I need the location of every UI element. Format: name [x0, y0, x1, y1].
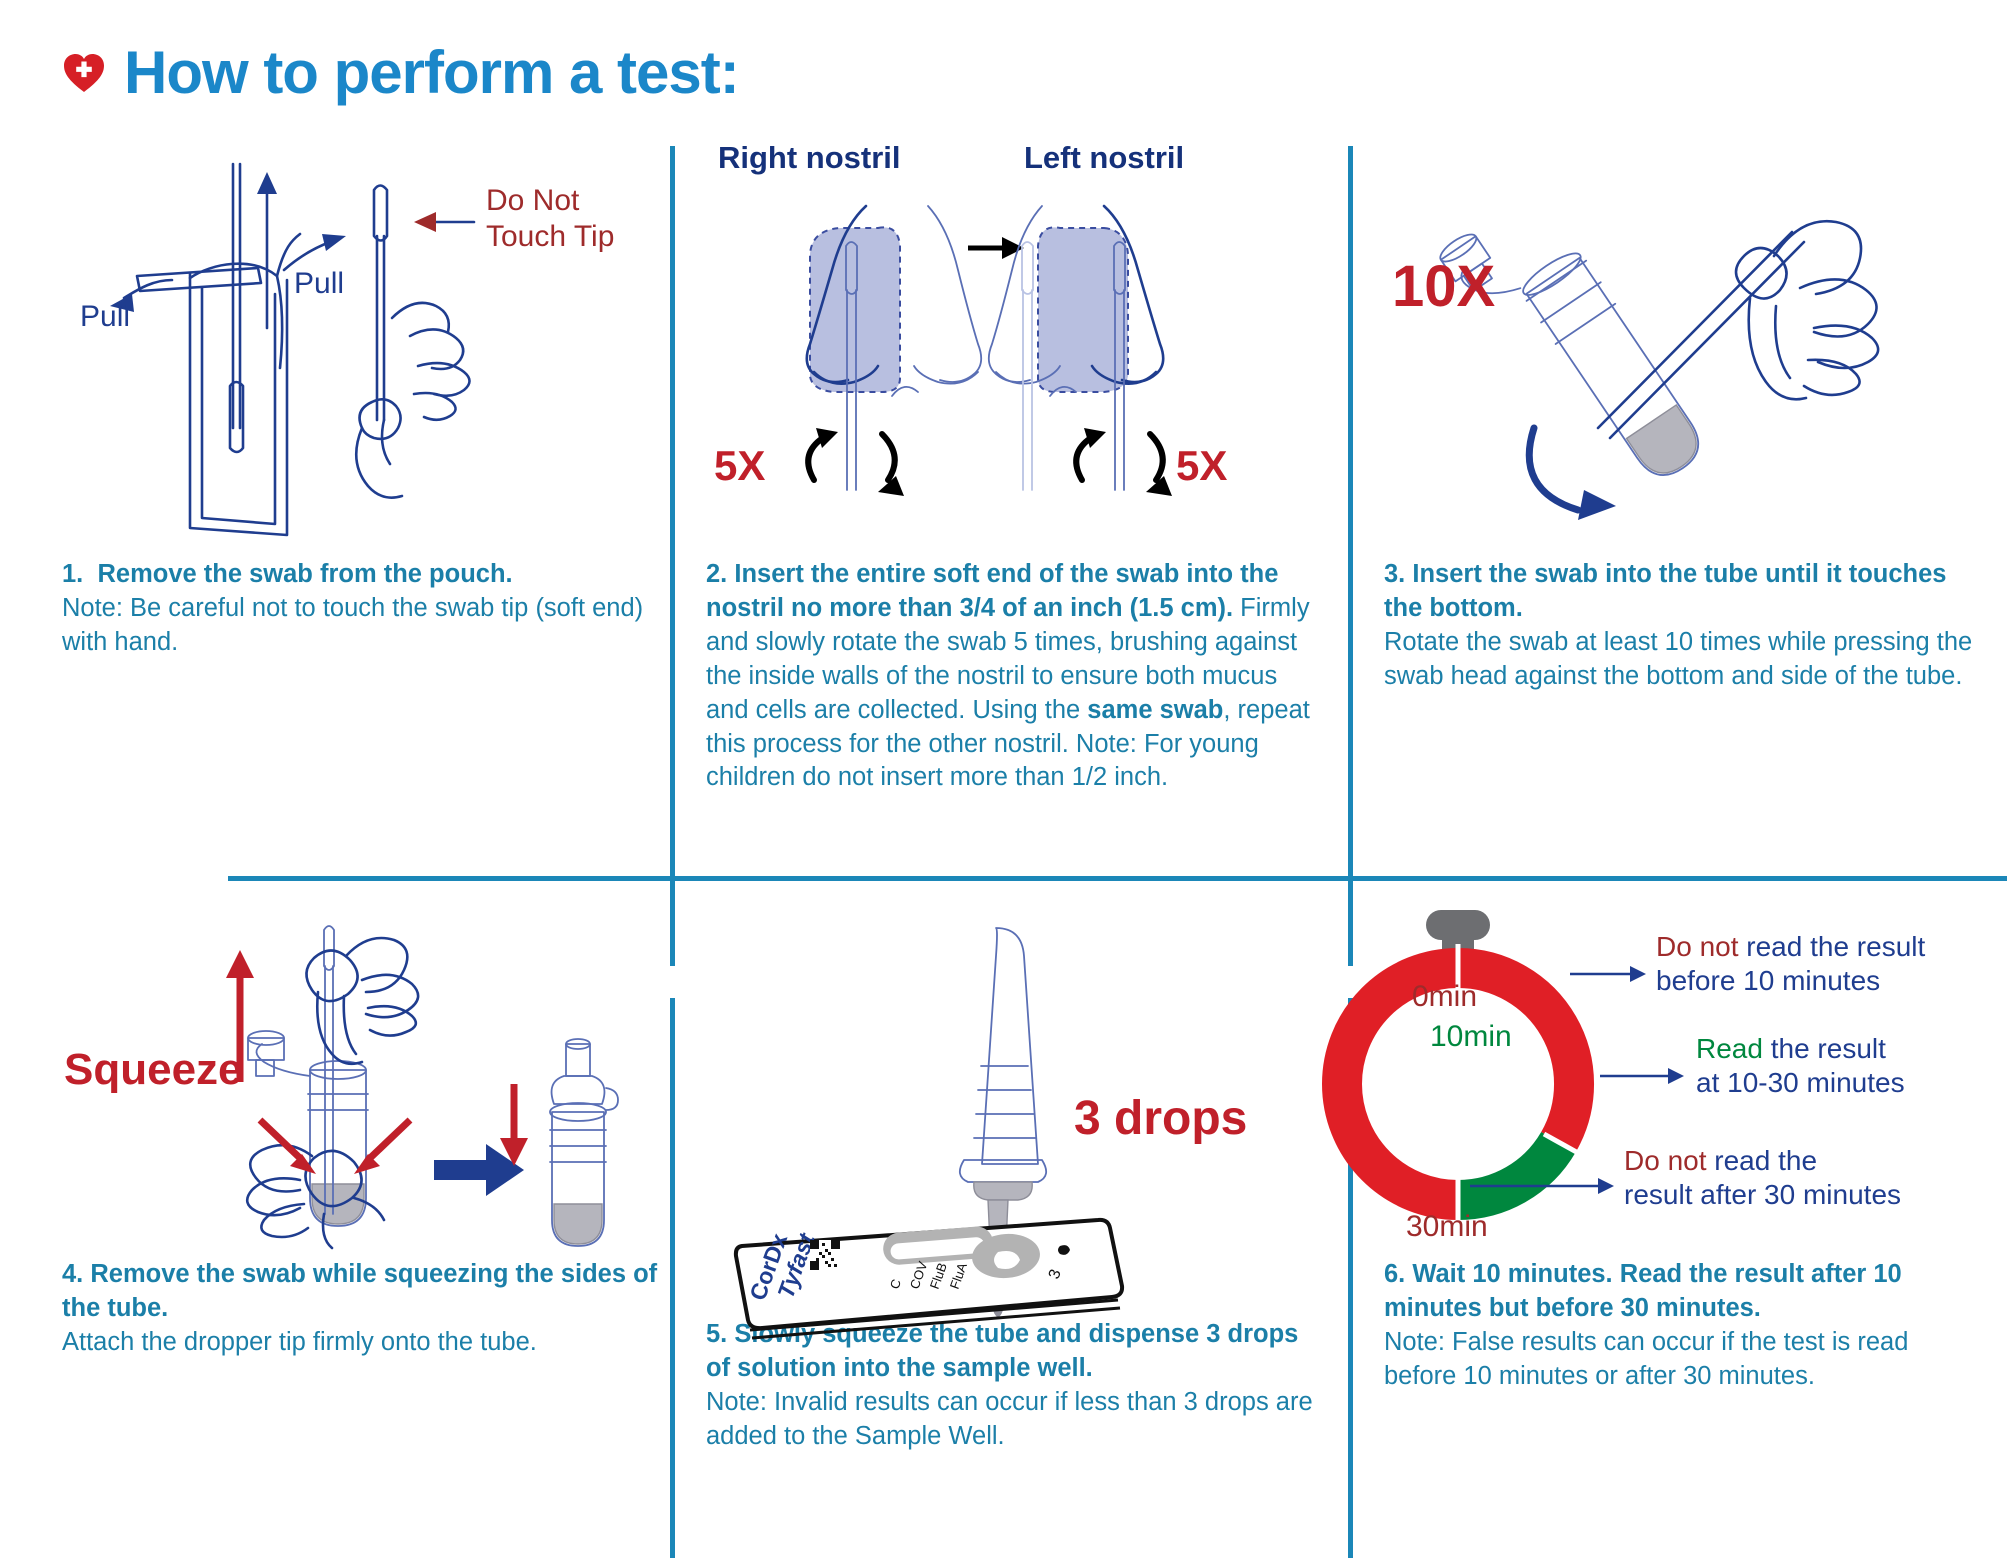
- step-1-cell: Pull Pull Do Not Touch Tip: [62, 128, 662, 660]
- timer-callout-2-line2: at 10-30 minutes: [1696, 1067, 1905, 1098]
- timer-callout-3-rest: read the: [1707, 1145, 1818, 1176]
- step-5-body: Note: Invalid results can occur if less …: [706, 1387, 1313, 1450]
- grid-divider-vertical-4: [1348, 998, 1353, 1558]
- step-5-illustration: 3 drops CorDx Tyfast: [706, 898, 1326, 1340]
- timer-tick-10min: 10min: [1430, 1020, 1512, 1053]
- left-nose-diagram: 5X: [987, 204, 1227, 496]
- timer-callout-2-emphasis: Read: [1696, 1033, 1763, 1064]
- step-2-number: 2.: [706, 560, 728, 588]
- timer-callout-1-line2: before 10 minutes: [1656, 965, 1880, 996]
- svg-text:Read the result: Read the result: [1696, 1033, 1886, 1064]
- grid-divider-vertical-1: [670, 146, 675, 966]
- stopwatch-crown: [1426, 910, 1490, 940]
- step-3-number: 3.: [1384, 560, 1406, 588]
- step-5-cell: 3 drops CorDx Tyfast: [706, 898, 1326, 1454]
- page-header: How to perform a test:: [0, 0, 2007, 118]
- do-not-touch-line2: Touch Tip: [486, 220, 614, 253]
- step-1-number: 1.: [62, 560, 84, 588]
- step-4-caption: 4. Remove the swab while squeezing the s…: [62, 1258, 662, 1360]
- svg-text:Pull: Pull: [294, 267, 344, 300]
- grid-divider-horizontal: [228, 876, 2007, 881]
- left-nostril-label: Left nostril: [1024, 140, 1184, 175]
- step-3-lede: Insert the swab into the tube until it t…: [1384, 560, 1947, 622]
- heart-cross-icon: [62, 51, 106, 95]
- svg-text:Pull: Pull: [80, 300, 130, 333]
- squeeze-label: Squeeze: [64, 1045, 243, 1094]
- timer-tick-0min: 0min: [1412, 980, 1477, 1013]
- step-4-number: 4.: [62, 1260, 84, 1288]
- step-5-lede: Slowly squeeze the tube and dispense 3 d…: [706, 1320, 1299, 1382]
- grid-divider-vertical-2: [1348, 146, 1353, 966]
- step-1-lede: Remove the swab from the pouch.: [97, 560, 513, 588]
- right-nostril-label: Right nostril: [718, 140, 901, 175]
- step-3-cell: 10X 3. Insert the swab into the tube unt…: [1384, 128, 1984, 694]
- timer-callout-2-rest: the result: [1763, 1033, 1886, 1064]
- step-1-illustration: Pull Pull Do Not Touch Tip: [62, 128, 662, 558]
- rotations-5x-right: 5X: [1176, 442, 1227, 489]
- step-5-caption: 5. Slowly squeeze the tube and dispense …: [706, 1318, 1326, 1454]
- step-2-body-part2: , repeat this process for the other nost…: [706, 695, 1310, 792]
- step-3-caption: 3. Insert the swab into the tube until i…: [1384, 558, 1984, 694]
- step-2-lede: Insert the entire soft end of the swab i…: [706, 560, 1279, 622]
- page-title: How to perform a test:: [124, 39, 740, 106]
- svg-text:Do not read the: Do not read the: [1624, 1145, 1817, 1176]
- step-2-caption: 2. Insert the entire soft end of the swa…: [706, 558, 1326, 795]
- step-1-caption: 1. Remove the swab from the pouch. Note:…: [62, 558, 662, 660]
- capped-tube: [500, 1038, 619, 1247]
- step-4-cell: Squeeze: [62, 898, 662, 1360]
- step-6-cell: 0min 10min 30min Do not read the result …: [1322, 898, 1984, 1394]
- svg-text:Do not read the result: Do not read the result: [1656, 931, 1925, 962]
- timer-callout-1-emphasis: Do not: [1656, 931, 1739, 962]
- step-6-body: Note: False results can occur if the tes…: [1384, 1327, 1909, 1390]
- step-3-body: Rotate the swab at least 10 times while …: [1384, 627, 1973, 690]
- step-2-body-bold: same swab: [1087, 695, 1224, 724]
- timer-callout-3-emphasis: Do not: [1624, 1145, 1707, 1176]
- do-not-touch-line1: Do Not: [486, 184, 580, 217]
- steps-grid: Pull Pull Do Not Touch Tip: [0, 118, 2007, 1558]
- step-4-illustration: Squeeze: [62, 898, 662, 1258]
- timer-callout-3-line2: result after 30 minutes: [1624, 1179, 1901, 1210]
- step-1-body: Note: Be careful not to touch the swab t…: [62, 593, 644, 656]
- grid-divider-vertical-3: [670, 998, 675, 1558]
- step-6-illustration: 0min 10min 30min Do not read the result …: [1322, 898, 1984, 1258]
- step-2-illustration: Right nostril Left nostril: [706, 128, 1326, 558]
- step-3-illustration: 10X: [1384, 128, 1984, 558]
- rotations-10x: 10X: [1392, 254, 1496, 319]
- step-2-body-part1: Firmly and slowly rotate the swab 5 time…: [706, 593, 1310, 724]
- qr-code-icon: [810, 1240, 840, 1270]
- step-4-lede: Remove the swab while squeezing the side…: [62, 1260, 658, 1322]
- timer-dial: [1322, 944, 1595, 1224]
- step-6-number: 6.: [1384, 1260, 1406, 1288]
- step-6-lede: Wait 10 minutes. Read the result after 1…: [1384, 1260, 1902, 1322]
- right-nose-diagram: 5X: [714, 204, 983, 496]
- three-drops-label: 3 drops: [1074, 1092, 1247, 1145]
- step-5-number: 5.: [706, 1320, 728, 1348]
- step-6-caption: 6. Wait 10 minutes. Read the result afte…: [1384, 1258, 1984, 1394]
- step-2-cell: Right nostril Left nostril: [706, 128, 1326, 795]
- timer-callout-1-rest: read the result: [1739, 931, 1926, 962]
- step-4-body: Attach the dropper tip firmly onto the t…: [62, 1327, 537, 1356]
- rotations-5x-left: 5X: [714, 442, 765, 489]
- timer-tick-30min: 30min: [1406, 1210, 1488, 1243]
